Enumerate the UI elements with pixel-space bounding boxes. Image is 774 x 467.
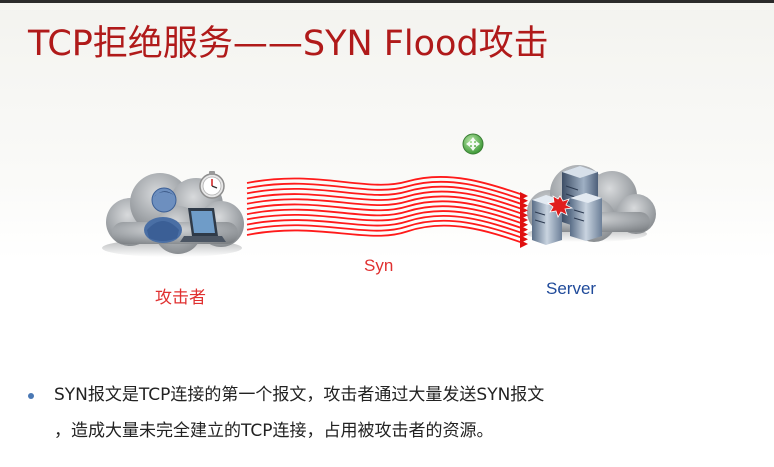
syn-flood-line: [246, 210, 527, 231]
user-icon: [144, 187, 182, 243]
bullet-text-line-1: SYN报文是TCP连接的第一个报文，攻击者通过大量发送SYN报文: [54, 385, 545, 405]
syn-flood-line: [246, 195, 527, 217]
syn-flood-line: [246, 176, 527, 197]
green-move-handle-icon[interactable]: [462, 133, 484, 155]
bullet-marker: [28, 393, 34, 399]
syn-flood-line: [246, 190, 527, 212]
server-icon: [532, 166, 602, 245]
slide-title: TCP拒绝服务——SYN Flood攻击: [28, 24, 549, 64]
overload-burst-icon: [547, 195, 574, 218]
server-label: Server: [546, 279, 597, 298]
clock-icon: [199, 171, 225, 199]
server-cloud-icon: [527, 165, 656, 245]
syn-label: Syn: [364, 256, 394, 275]
bullet-text-line-2: ，造成大量未完全建立的TCP连接，占用被攻击者的资源。: [54, 421, 494, 441]
syn-flood-line: [246, 215, 527, 236]
syn-flood-line: [246, 185, 527, 207]
laptop-icon: [180, 208, 226, 242]
syn-flood-line: [246, 205, 527, 226]
syn-flood-lines: [246, 176, 527, 245]
syn-flood-line: [246, 224, 527, 245]
syn-flood-line: [246, 219, 527, 241]
attacker-cloud-icon: [102, 171, 244, 257]
syn-arrowhead: [520, 240, 528, 248]
syn-arrowheads: [520, 192, 528, 248]
syn-flood-line: [246, 200, 527, 221]
syn-flood-line: [246, 180, 527, 202]
top-rule: [0, 0, 774, 3]
attacker-label: 攻击者: [155, 288, 206, 308]
